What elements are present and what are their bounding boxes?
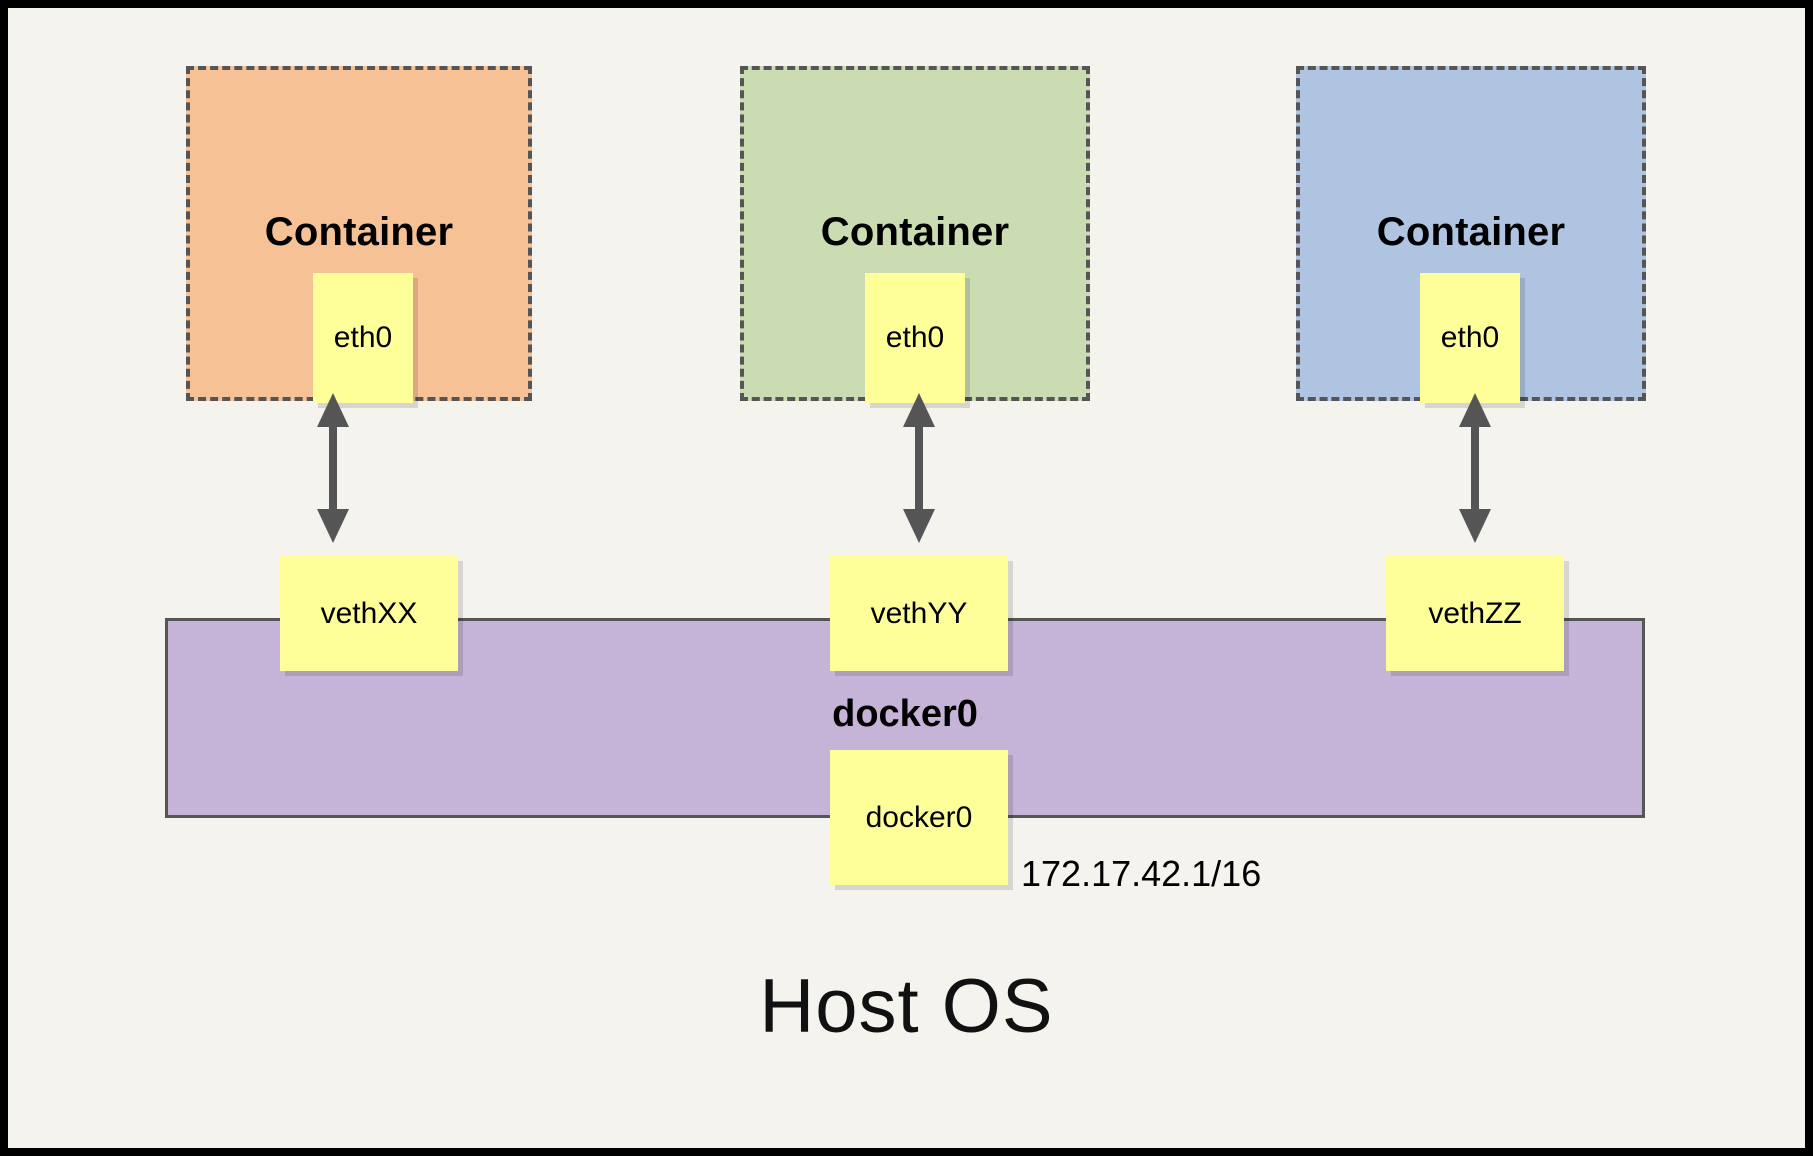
docker0-ip-address: 172.17.42.1/16 xyxy=(1021,853,1262,894)
link-arrow-container-1 xyxy=(317,393,349,543)
docker0-interface-label: docker0 xyxy=(865,800,973,834)
eth0-interface-1[interactable]: eth0 xyxy=(313,273,413,403)
eth0-label-2: eth0 xyxy=(885,321,945,354)
container-box-3[interactable]: Container xyxy=(1296,66,1646,401)
eth0-label-3: eth0 xyxy=(1440,321,1500,354)
container-label-3: Container xyxy=(1376,210,1566,254)
veth-interface-2[interactable]: vethYY xyxy=(830,556,1008,671)
host-os-label: Host OS xyxy=(759,964,1054,1049)
veth-interface-3[interactable]: vethZZ xyxy=(1386,556,1564,671)
docker0-bar-label: docker0 xyxy=(832,693,978,735)
eth0-interface-3[interactable]: eth0 xyxy=(1420,273,1520,403)
link-arrow-container-2 xyxy=(903,393,935,543)
container-label-2: Container xyxy=(820,210,1010,254)
docker0-interface-note[interactable]: docker0 xyxy=(830,750,1008,885)
link-arrow-container-3 xyxy=(1459,393,1491,543)
veth-label-3: vethZZ xyxy=(1428,596,1522,630)
veth-label-2: vethYY xyxy=(870,596,968,630)
veth-label-1: vethXX xyxy=(320,596,418,630)
eth0-interface-2[interactable]: eth0 xyxy=(865,273,965,403)
eth0-label-1: eth0 xyxy=(333,321,393,354)
container-label-1: Container xyxy=(264,210,454,254)
veth-interface-1[interactable]: vethXX xyxy=(280,556,458,671)
